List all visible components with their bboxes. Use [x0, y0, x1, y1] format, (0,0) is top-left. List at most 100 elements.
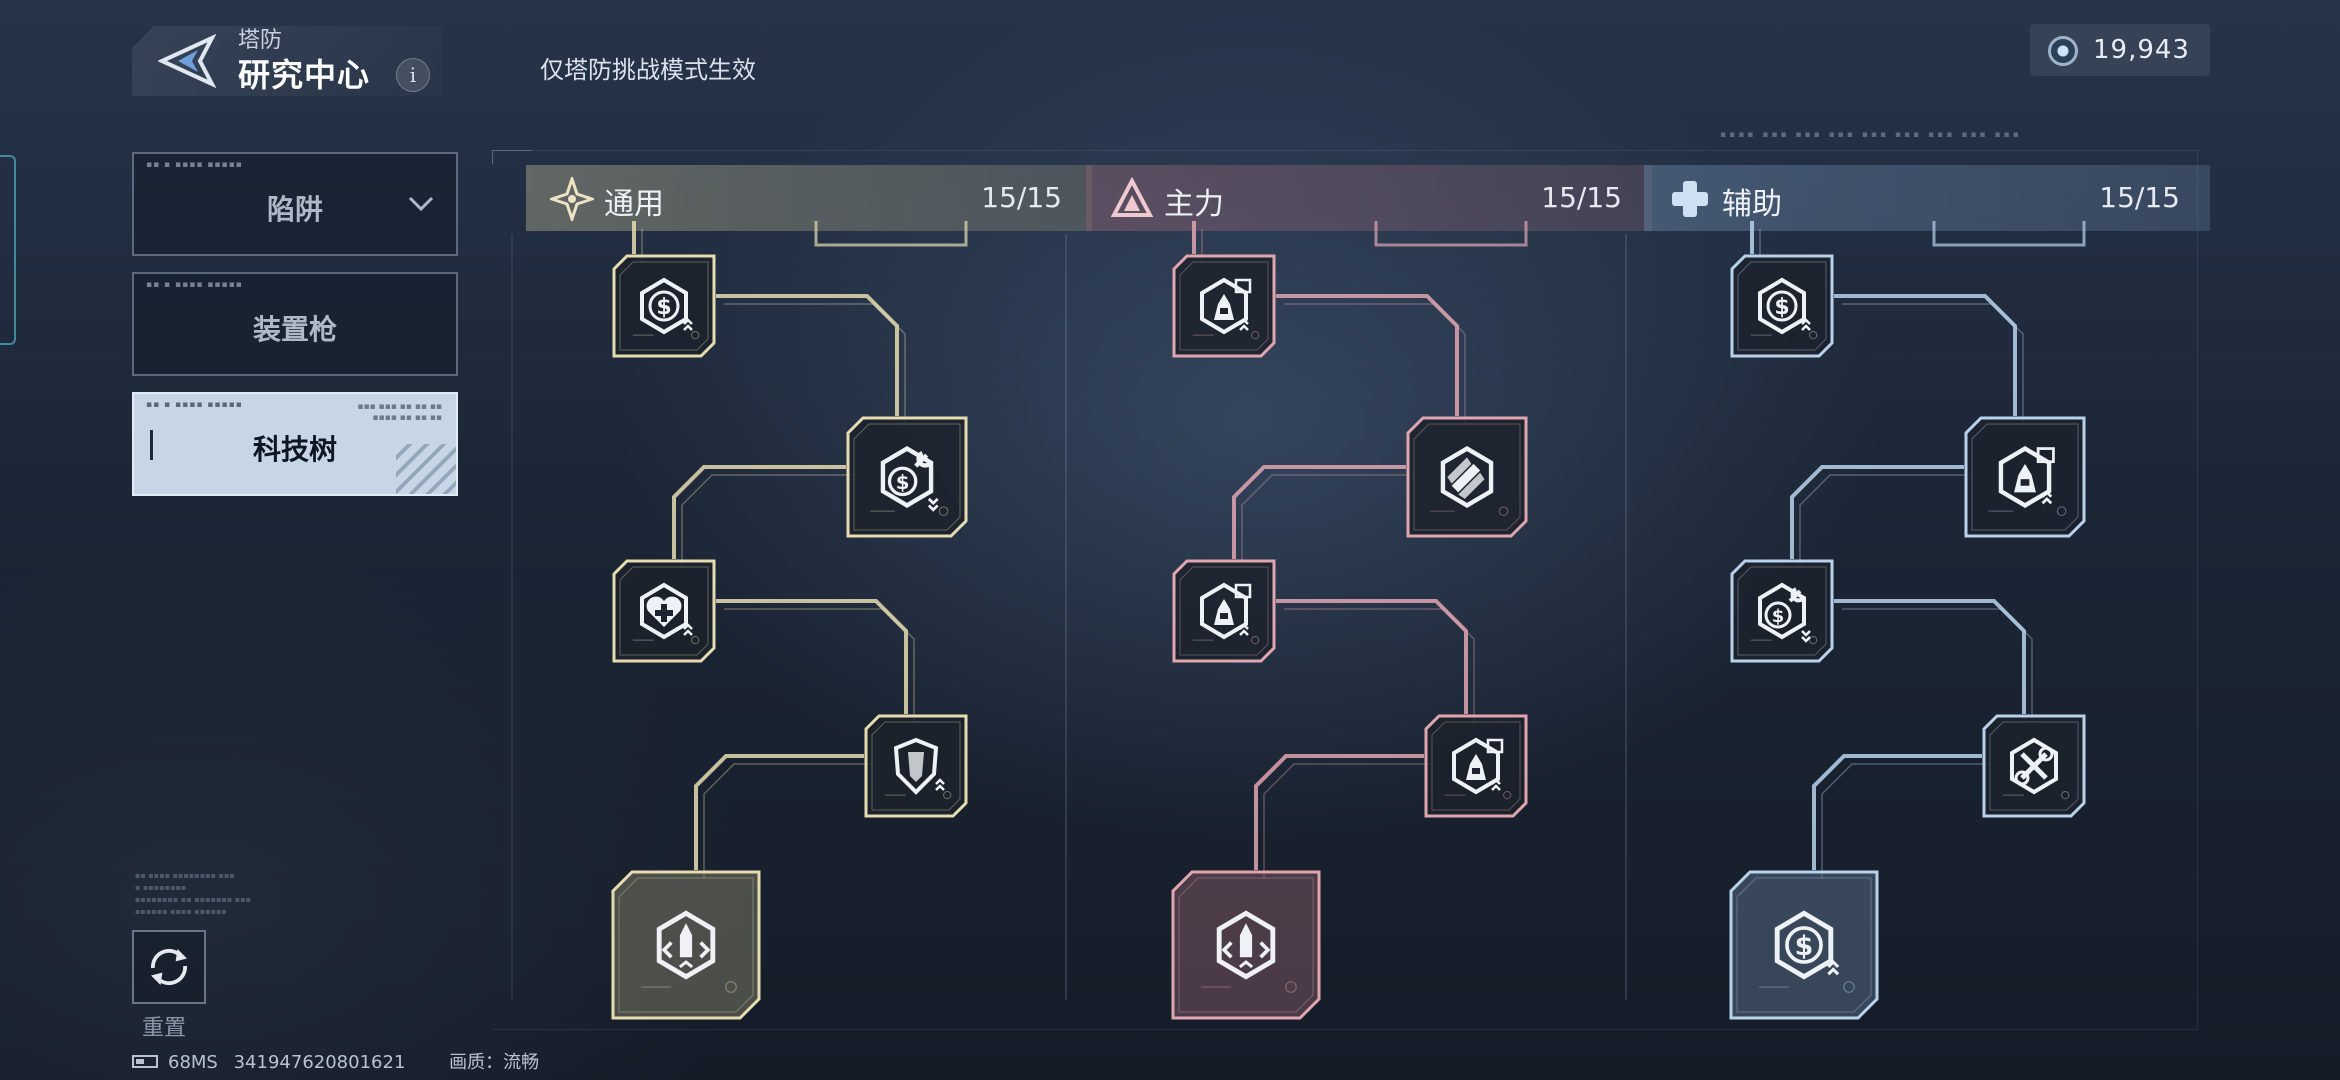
tree-connector-shadow	[1799, 474, 1972, 567]
tools-icon	[2010, 737, 2058, 795]
ping-text: 68MS	[168, 1052, 218, 1073]
tree-connector	[716, 599, 908, 714]
star-compass-icon	[550, 177, 594, 221]
menu-item-tech-tree[interactable]: ▪▪ ▪ ▪▪▪▪ ▪▪▪▪▪ ▪▪▪ ▪▪▪ ▪▪ ▪▪ ▪▪▪▪▪▪ ▪▪ …	[132, 392, 458, 496]
tech-node-turret-cube[interactable]	[1172, 254, 1276, 358]
svg-text:$: $	[656, 295, 671, 320]
tech-node-shield[interactable]	[864, 714, 968, 818]
wrench-dollar-icon: $	[880, 446, 939, 512]
menu-deco-text: ▪▪ ▪ ▪▪▪▪ ▪▪▪▪▪	[146, 280, 243, 290]
tech-node-turret-cube[interactable]	[1964, 416, 2086, 538]
menu-item-label: 装置枪	[252, 313, 337, 346]
turret-cube-icon	[1998, 446, 2055, 508]
reset-button[interactable]	[132, 930, 206, 1004]
tech-node-dollar-upgrade[interactable]: $	[1729, 870, 1879, 1020]
node-frame	[612, 254, 716, 358]
tree-connector-shadow	[1842, 608, 2033, 722]
heart-plus-icon	[640, 582, 693, 640]
node-frame	[1730, 254, 1834, 358]
tech-node-missile-turret[interactable]	[611, 870, 761, 1020]
tree-connector-shadow	[703, 763, 872, 878]
quality-text: 画质：流畅	[449, 1052, 540, 1073]
tech-panel-frame	[492, 150, 2198, 1030]
triple-missile-icon	[1440, 446, 1494, 508]
active-indicator	[150, 430, 153, 460]
svg-text:$: $	[896, 471, 910, 494]
tree-connector-shadow	[1284, 303, 1466, 424]
dollar-upgrade-icon: $	[640, 277, 693, 335]
column-name: 通用	[604, 187, 664, 222]
column-progress: 15/15	[981, 181, 1062, 214]
dollar-upgrade-icon: $	[1774, 910, 1840, 980]
tree-connector	[1374, 221, 1528, 247]
currency-coin-icon	[2048, 36, 2078, 66]
tech-tree: $ $	[526, 221, 2186, 1031]
triangle-emblem-icon	[1110, 177, 1154, 217]
mode-notice: 仅塔防挑战模式生效	[540, 56, 756, 84]
tree-connector	[1932, 221, 2086, 247]
reset-label: 重置	[142, 1016, 187, 1041]
turret-cube-icon	[1452, 737, 1504, 795]
battery-icon	[132, 1054, 158, 1068]
tech-node-dollar-upgrade[interactable]: $	[612, 254, 716, 358]
turret-cube-icon	[1200, 582, 1252, 640]
tree-connector-shadow	[1842, 303, 2024, 424]
menu-item-device-gun[interactable]: ▪▪ ▪ ▪▪▪▪ ▪▪▪▪▪ 装置枪	[132, 272, 458, 376]
tech-node-turret-cube[interactable]	[1424, 714, 1528, 818]
tree-connector	[1790, 465, 1964, 559]
tree-connector	[1276, 599, 1468, 714]
tree-connector-shadow	[1263, 763, 1432, 878]
tree-connector	[672, 465, 846, 559]
tree-connector	[694, 754, 864, 870]
column-header-general: 通用 15/15	[526, 165, 1092, 231]
tech-node-wrench-dollar[interactable]: $	[846, 416, 968, 538]
node-frame	[1729, 870, 1879, 1020]
tech-node-turret-cube[interactable]	[1172, 559, 1276, 663]
tech-node-triple-missile[interactable]	[1406, 416, 1528, 538]
tree-connector	[1834, 294, 2017, 416]
menu-item-label: 科技树	[252, 433, 337, 466]
tech-node-missile-turret[interactable]	[1171, 870, 1321, 1020]
wrench-dollar-icon: $	[1758, 582, 1811, 643]
session-id: 341947620801621	[233, 1052, 406, 1073]
back-arrow-icon[interactable]	[158, 34, 216, 88]
column-progress: 15/15	[2099, 181, 2180, 214]
tree-connector-shadow	[724, 303, 906, 424]
tech-node-tools[interactable]	[1982, 714, 2086, 818]
tech-node-wrench-dollar[interactable]: $	[1730, 559, 1834, 663]
decorative-scale-text: ▪▪▪▪ ▪▪▪ ▪▪▪ ▪▪▪ ▪▪▪ ▪▪▪ ▪▪▪ ▪▪▪ ▪▪▪	[1720, 130, 2022, 140]
decorative-stripes	[396, 444, 456, 494]
currency-value: 19,943	[2093, 35, 2190, 65]
shield-icon	[893, 737, 945, 795]
tree-connector	[1254, 754, 1424, 870]
menu-deco-text: ▪▪ ▪ ▪▪▪▪ ▪▪▪▪▪	[146, 160, 243, 170]
svg-text:$: $	[1772, 606, 1785, 627]
menu-deco-text: ▪▪▪ ▪▪▪ ▪▪ ▪▪ ▪▪▪▪▪▪ ▪▪ ▪▪ ▪▪	[357, 402, 442, 423]
menu-item-label: 陷阱	[266, 193, 323, 226]
column-header-support: 辅助 15/15	[1644, 165, 2210, 231]
column-name: 辅助	[1722, 187, 1782, 222]
tree-connector	[1276, 294, 1459, 416]
tree-connector	[1834, 599, 2026, 714]
tech-node-heart-plus[interactable]	[612, 559, 716, 663]
tree-connectors	[632, 221, 2086, 878]
info-button[interactable]: i	[396, 58, 430, 92]
page-subtitle: 塔防	[238, 28, 283, 53]
tree-connector	[814, 221, 968, 247]
node-frame	[1730, 559, 1834, 663]
tree-connector	[1812, 754, 1982, 870]
menu-item-trap[interactable]: ▪▪ ▪ ▪▪▪▪ ▪▪▪▪▪ 陷阱	[132, 152, 458, 256]
svg-text:$: $	[1795, 931, 1814, 962]
svg-text:$: $	[1774, 295, 1789, 320]
chevron-down-icon[interactable]	[406, 188, 436, 218]
column-header-main: 主力 15/15	[1086, 165, 1652, 231]
menu-deco-text: ▪▪ ▪ ▪▪▪▪ ▪▪▪▪▪	[146, 400, 243, 410]
tree-connector-shadow	[681, 474, 854, 567]
turret-cube-icon	[1200, 277, 1252, 335]
refresh-icon	[151, 949, 187, 985]
tree-connector	[1232, 465, 1406, 559]
page-title: 研究中心	[238, 56, 371, 94]
decorative-small-text: ▪▪ ▪▪▪▪ ▪▪▪▪▪▪▪▪ ▪▪▪▪ ▪▪▪▪▪▪▪▪▪▪▪▪▪▪▪▪ ▪…	[135, 871, 252, 916]
tech-node-dollar-upgrade[interactable]: $	[1730, 254, 1834, 358]
side-drawer-handle[interactable]	[0, 155, 16, 345]
